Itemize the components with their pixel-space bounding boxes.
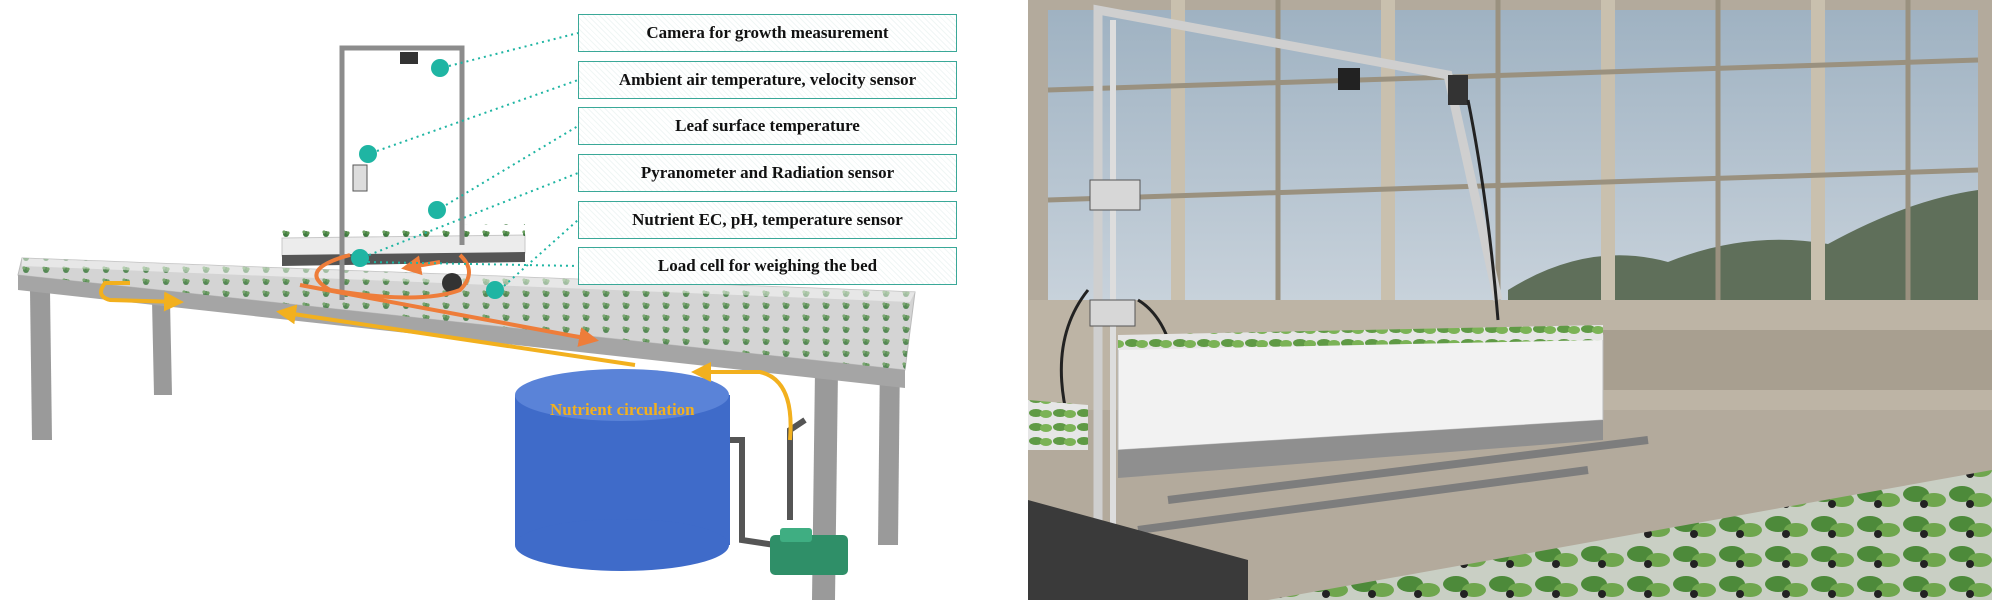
left-plants — [1028, 400, 1088, 450]
nutrient-pipe — [730, 437, 776, 548]
frame-devices — [352, 52, 462, 293]
label-nutrient-sensor: Nutrient EC, pH, temperature sensor — [578, 201, 957, 239]
pump — [770, 528, 848, 575]
label-load-cell: Load cell for weighing the bed — [578, 247, 957, 285]
left-bench — [1028, 500, 1248, 600]
sensor-frame — [339, 45, 465, 300]
nutrient-tank — [515, 369, 730, 571]
tower-sensors — [1089, 68, 1468, 327]
label-air-sensor: Ambient air temperature, velocity sensor — [578, 61, 957, 99]
sensor-tower — [1093, 4, 1503, 560]
foreground-plants — [1268, 470, 1992, 600]
greenhouse-photo — [1028, 0, 1992, 600]
label-pyranometer: Pyranometer and Radiation sensor — [578, 154, 957, 192]
circulation-label: Nutrient circulation — [550, 400, 695, 419]
label-leaf-temp: Leaf surface temperature — [578, 107, 957, 145]
raised-bed-box — [1117, 325, 1604, 478]
label-camera: Camera for growth measurement — [578, 14, 957, 52]
circulation-arrows — [99, 253, 793, 441]
leader-lines — [367, 32, 579, 287]
rails — [1137, 436, 1649, 534]
sensor-markers — [351, 59, 504, 299]
raised-bed — [281, 224, 526, 266]
system-diagram — [17, 32, 916, 600]
